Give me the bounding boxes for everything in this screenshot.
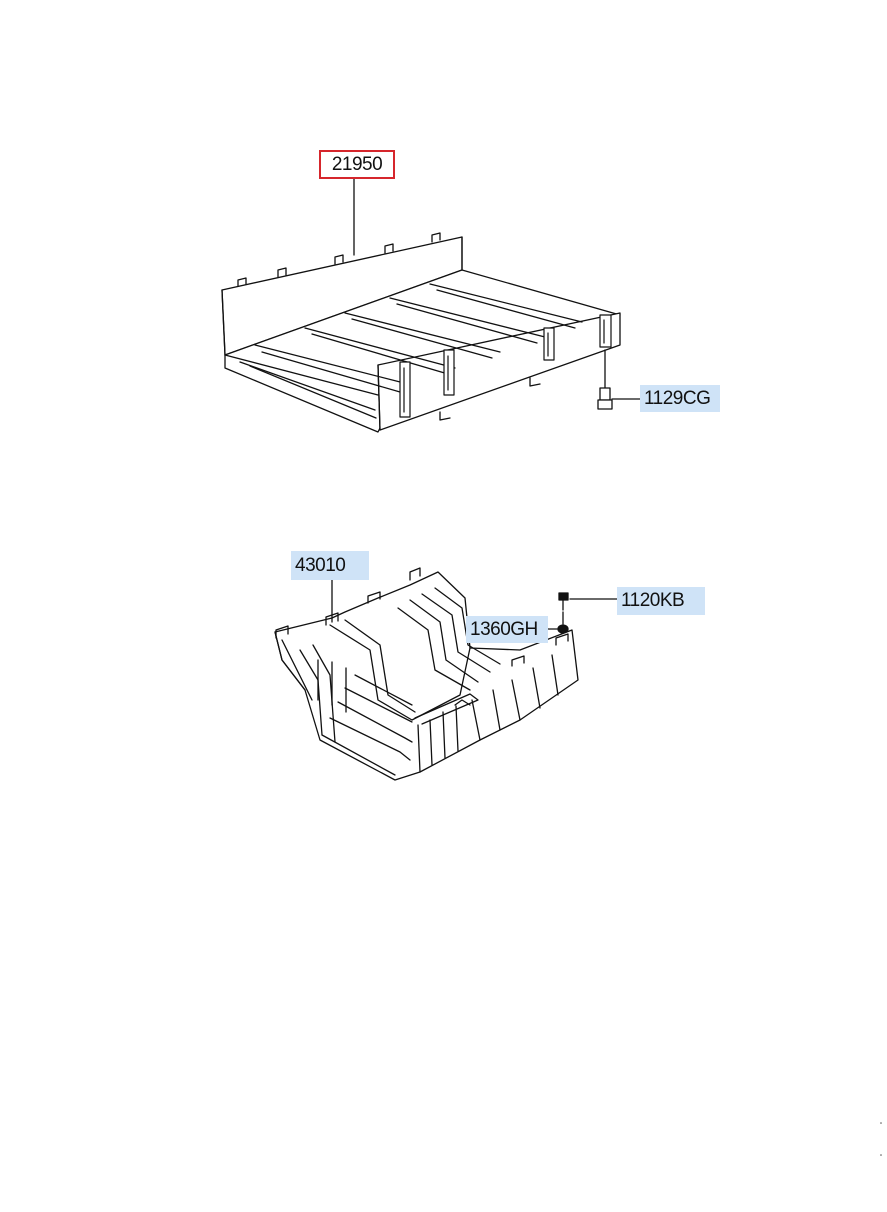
grommet-1360gh-icon: [547, 611, 569, 634]
part-callout-1129cg[interactable]: 1129CG: [640, 385, 720, 412]
scan-dot: [880, 1154, 882, 1156]
tray-21950-drawing: [221, 232, 621, 433]
cover-43010-drawing: [274, 567, 579, 781]
part-callout-43010[interactable]: 43010: [291, 551, 369, 580]
screw-1120kb-icon: [558, 592, 618, 611]
part-callout-1120kb[interactable]: 1120KB: [617, 587, 705, 615]
bolt-1129cg-icon: [597, 349, 641, 410]
part-callout-21950[interactable]: 21950: [319, 150, 395, 179]
part-callout-1360gh[interactable]: 1360GH: [466, 616, 548, 643]
scan-dot: [880, 1122, 882, 1124]
